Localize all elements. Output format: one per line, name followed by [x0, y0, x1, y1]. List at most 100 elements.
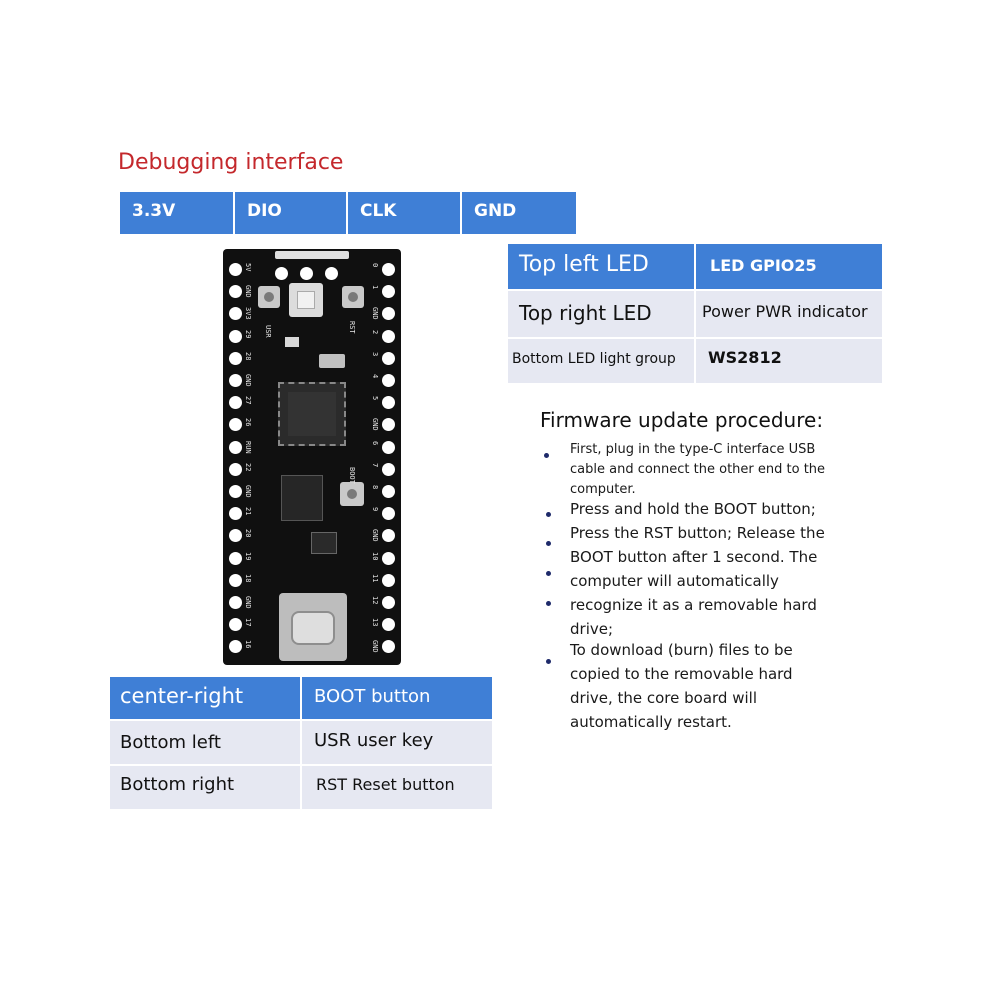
boot-button — [340, 482, 364, 506]
left-pin-hole — [229, 351, 242, 365]
left-pin-label: GND — [244, 485, 252, 498]
left-pin-hole — [229, 462, 242, 476]
right-pin-label: 12 — [371, 596, 379, 605]
crystal-oscillator — [319, 354, 345, 368]
left-pin-label: 5V — [244, 263, 252, 272]
left-pin-label: 16 — [244, 640, 252, 649]
debug-pad — [300, 267, 313, 280]
right-pin-label: 10 — [371, 551, 379, 561]
led-row-3-label: Bottom LED light group — [508, 339, 694, 383]
firmware-line: drive, the core board will — [570, 689, 757, 707]
smd-component — [285, 337, 299, 347]
right-pin-label: 8 — [371, 485, 379, 490]
left-pin-hole — [229, 418, 242, 432]
rst-button — [342, 286, 364, 308]
left-pin-label: 29 — [244, 329, 252, 339]
ws2812-led — [289, 283, 323, 317]
left-pin-label: 26 — [244, 418, 252, 427]
left-pin-label: 19 — [244, 551, 252, 561]
firmware-line: computer. — [570, 482, 636, 497]
firmware-line: automatically restart. — [570, 713, 732, 731]
btn-row-1-value: BOOT button — [302, 677, 492, 719]
debug-pin-dio: DIO — [235, 192, 346, 234]
firmware-title: Firmware update procedure: — [540, 408, 824, 432]
right-pin-hole — [382, 285, 395, 299]
led-row-1-value: LED GPIO25 — [696, 244, 882, 289]
left-pin-label: 20 — [244, 529, 252, 538]
left-pin-label: 17 — [244, 618, 252, 627]
firmware-line: Press the RST button; Release the — [570, 524, 825, 542]
btn-row-2-label: Bottom left — [110, 721, 300, 764]
left-pin-label: 22 — [244, 462, 252, 472]
led-row-1-label: Top left LED — [508, 244, 694, 289]
left-pin-hole — [229, 551, 242, 565]
right-pin-label: GND — [371, 307, 379, 321]
right-pin-label: GND — [371, 529, 379, 543]
firmware-line: drive; — [570, 620, 614, 638]
btn-row-3-label: Bottom right — [110, 766, 300, 809]
firmware-line: BOOT button after 1 second. The — [570, 548, 818, 566]
right-pin-hole — [382, 462, 395, 476]
right-pin-label: 6 — [371, 440, 379, 445]
left-pin-hole — [229, 640, 242, 654]
firmware-line: recognize it as a removable hard — [570, 596, 817, 614]
bullet-icon — [546, 541, 551, 546]
right-pin-hole — [382, 396, 395, 410]
led-row-2-label: Top right LED — [508, 291, 694, 337]
left-pin-hole — [229, 307, 242, 321]
right-pin-hole — [382, 374, 395, 387]
left-pin-hole — [229, 440, 242, 454]
usr-label: USR — [264, 325, 272, 338]
bullet-icon — [544, 453, 549, 458]
right-pin-hole — [382, 551, 395, 565]
debug-interface-title: Debugging interface — [118, 150, 344, 175]
left-pin-label: GND — [244, 596, 252, 609]
led-row-2-value: Power PWR indicator — [696, 291, 882, 337]
led-row-3-value: WS2812 — [696, 339, 882, 383]
right-pin-label: 3 — [371, 351, 379, 357]
debug-pad — [325, 267, 338, 280]
debug-pin-gnd: GND — [462, 192, 576, 234]
right-pin-label: 11 — [371, 573, 379, 583]
left-pin-label: 28 — [244, 351, 252, 361]
right-pin-label: 1 — [371, 285, 379, 290]
firmware-line: copied to the removable hard — [570, 665, 793, 683]
right-pin-label: GND — [371, 418, 379, 432]
right-pin-label: 7 — [371, 462, 379, 468]
usr-button — [258, 286, 280, 308]
right-pin-hole — [382, 529, 395, 543]
right-pin-label: GND — [371, 640, 379, 654]
firmware-line: Press and hold the BOOT button; — [570, 500, 816, 518]
right-pin-label: 5 — [371, 396, 379, 401]
left-pin-hole — [229, 374, 242, 387]
bullet-icon — [546, 601, 551, 606]
right-pin-hole — [382, 507, 395, 521]
btn-row-3-value: RST Reset button — [302, 766, 492, 809]
debug-pin-clk: CLK — [348, 192, 460, 234]
left-pin-label: RUN — [244, 440, 252, 454]
left-pin-label: 3V3 — [244, 307, 252, 321]
right-pin-hole — [382, 307, 395, 321]
debug-pin-3v3: 3.3V — [120, 192, 233, 234]
right-pin-label: 0 — [371, 263, 379, 268]
boot-label: BOOT — [348, 467, 356, 484]
left-pin-hole — [229, 263, 242, 276]
left-pin-hole — [229, 618, 242, 632]
left-pin-label: 27 — [244, 396, 252, 405]
left-pin-hole — [229, 285, 242, 299]
debug-pad — [275, 267, 288, 280]
left-pin-label: 21 — [244, 507, 252, 516]
right-pin-label: 13 — [371, 618, 379, 627]
right-pin-hole — [382, 573, 395, 587]
right-pin-hole — [382, 263, 395, 276]
left-pin-hole — [229, 529, 242, 543]
right-pin-hole — [382, 596, 395, 609]
right-pin-hole — [382, 640, 395, 654]
right-pin-hole — [382, 440, 395, 454]
left-pin-label: 18 — [244, 573, 252, 583]
rp2040-chip — [278, 382, 346, 446]
firmware-line: cable and connect the other end to the — [570, 462, 826, 477]
right-pin-label: 2 — [371, 329, 379, 334]
bullet-icon — [546, 659, 551, 664]
firmware-line: First, plug in the type-C interface USB — [570, 442, 816, 457]
